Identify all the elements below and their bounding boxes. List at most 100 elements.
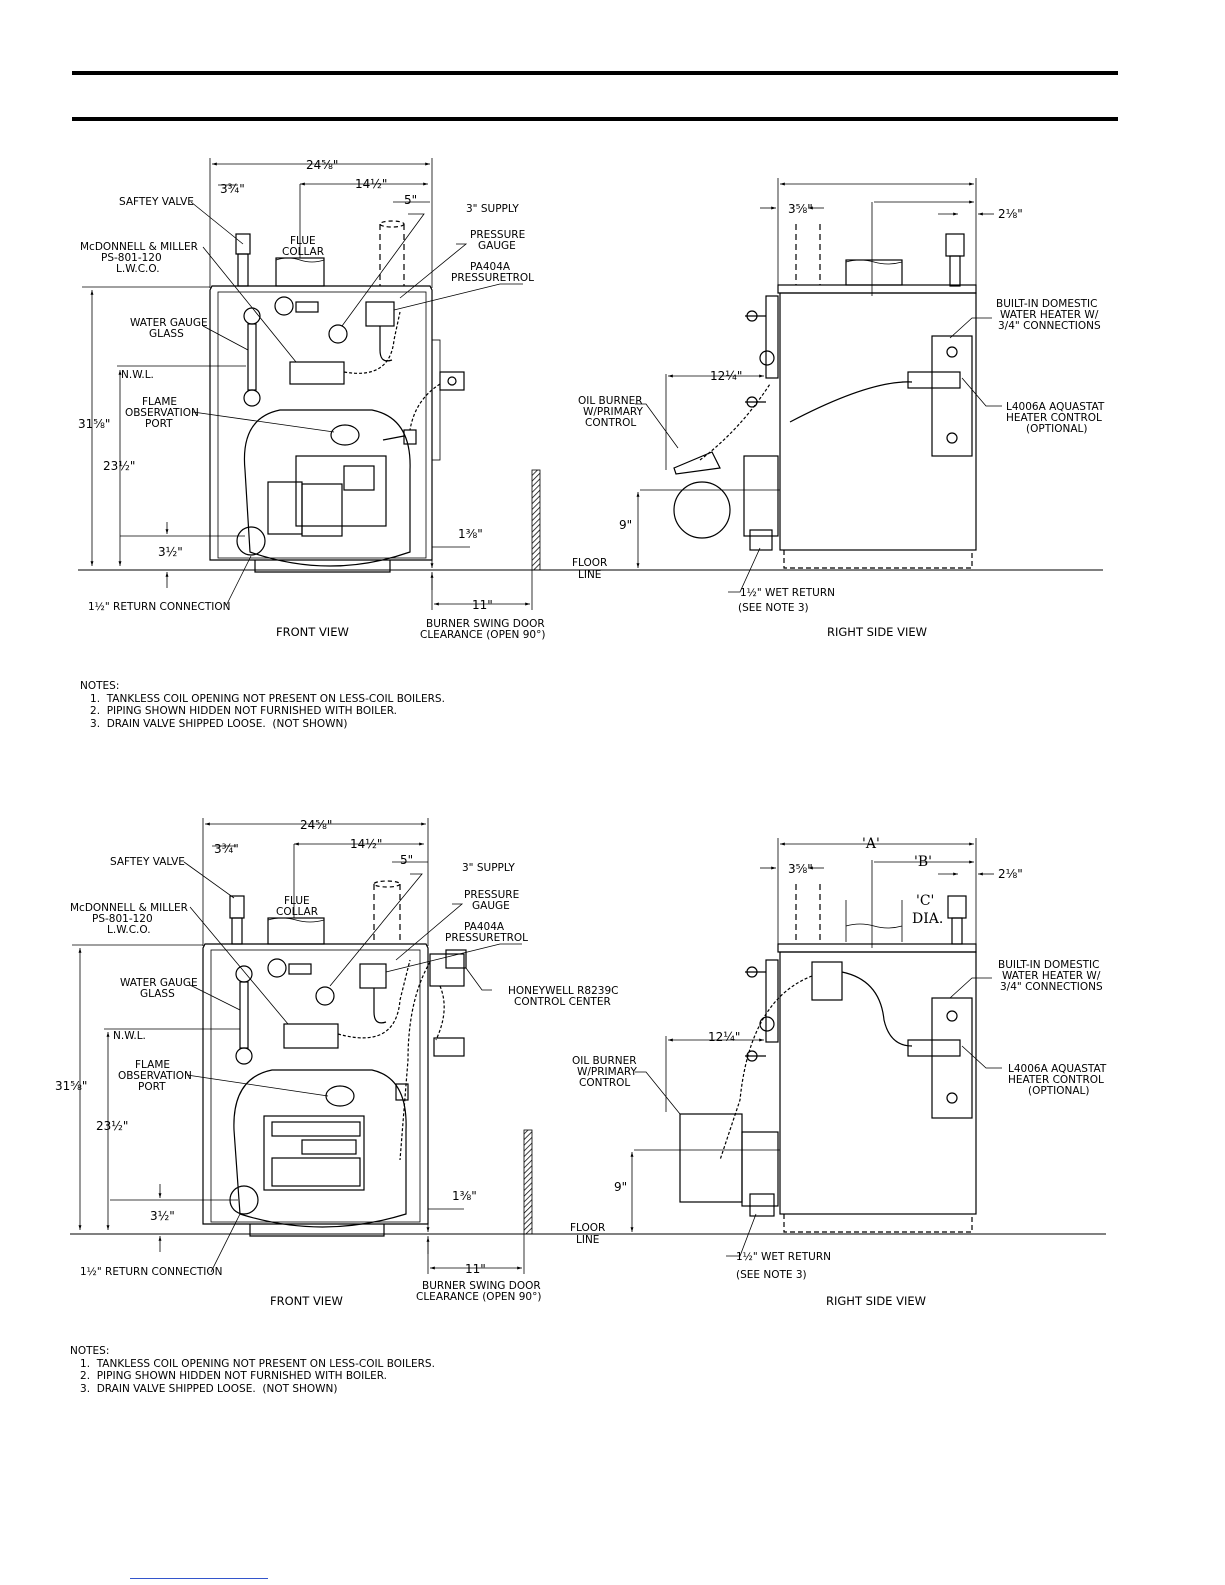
dim-1-375: 1⅜" [452, 1189, 477, 1203]
label-burner-2: W/PRIMARY [577, 1066, 638, 1078]
side-dim-b: 2⅛" [998, 867, 1023, 881]
dim-1-375: 1⅜" [458, 527, 483, 541]
dim-5: 5" [400, 853, 413, 867]
front-view-1 [78, 158, 1103, 610]
label-pressure-2: GAUGE [478, 240, 516, 252]
label-nwl: N.W.L. [113, 1030, 146, 1042]
side-dim-C-dia: DIA. [912, 911, 943, 927]
front-view-2 [70, 818, 1106, 1274]
dim-3-75: 3¾" [220, 182, 245, 196]
label-wet-return: 1½" WET RETURN [740, 587, 835, 599]
dim-height: 31⅝" [55, 1079, 87, 1093]
label-water-gauge-1: WATER GAUGE [120, 977, 198, 989]
label-dhw-3: 3/4" CONNECTIONS [1000, 981, 1103, 993]
header-rule-top [72, 71, 1118, 75]
label-flame-2: OBSERVATION [118, 1070, 192, 1082]
side-dim-C: 'C' [916, 893, 934, 909]
side-dim-b: 2⅛" [998, 207, 1023, 221]
note-heading: NOTES: [70, 1345, 110, 1357]
label-flue-2: COLLAR [276, 906, 318, 918]
label-swing-2: CLEARANCE (OPEN 90°) [416, 1291, 541, 1303]
label-pressuretrol-2: PRESSURETROL [445, 932, 528, 944]
label-aquastat-1: L4006A AQUASTAT [1008, 1063, 1107, 1075]
label-flame-1: FLAME [142, 396, 177, 408]
label-burner-3: CONTROL [585, 417, 636, 429]
label-water-gauge-2: GLASS [140, 988, 175, 1000]
caption-front-view-2: FRONT VIEW [270, 1294, 343, 1308]
dim-3-5: 3½" [158, 545, 183, 559]
label-aquastat-1: L4006A AQUASTAT [1006, 401, 1105, 413]
label-lwco-3: L.W.C.O. [107, 924, 151, 936]
dim-5: 5" [404, 193, 417, 207]
label-aquastat-2: HEATER CONTROL [1008, 1074, 1104, 1086]
note-item: 1. TANKLESS COIL OPENING NOT PRESENT ON … [80, 692, 445, 705]
caption-front-view-1: FRONT VIEW [276, 625, 349, 639]
label-return-connection: 1½" RETURN CONNECTION [80, 1266, 222, 1278]
label-flame-1: FLAME [135, 1059, 170, 1071]
label-see-note: (SEE NOTE 3) [736, 1269, 807, 1281]
label-see-note: (SEE NOTE 3) [738, 602, 809, 614]
note-item: 2. PIPING SHOWN HIDDEN NOT FURNISHED WIT… [80, 705, 397, 717]
caption-side-view-1: RIGHT SIDE VIEW [827, 625, 927, 639]
label-nwl: N.W.L. [121, 369, 154, 381]
dim-swing: 11" [465, 1262, 486, 1276]
side-dim-d: 9" [619, 518, 632, 532]
label-flame-2: OBSERVATION [125, 407, 199, 419]
label-water-gauge-2: GLASS [149, 328, 184, 340]
side-dim-c: 12¼" [710, 369, 742, 383]
label-supply: 3" SUPPLY [466, 203, 519, 215]
label-dhw-2: WATER HEATER W/ [1000, 309, 1099, 321]
dim-3-75: 3¾" [214, 842, 239, 856]
label-return-connection: 1½" RETURN CONNECTION [88, 601, 230, 613]
label-dhw-3: 3/4" CONNECTIONS [998, 320, 1101, 332]
side-view-1 [635, 178, 1002, 593]
label-floor-1: FLOOR [572, 557, 607, 569]
side-dim-a: 3⅝" [788, 202, 813, 216]
label-lwco-2: PS-801-120 [101, 252, 162, 264]
side-dim-c: 12¼" [708, 1030, 740, 1044]
caption-side-view-2: RIGHT SIDE VIEW [826, 1294, 926, 1308]
notes-block-1: NOTES: 1. TANKLESS COIL OPENING NOT PRES… [80, 680, 445, 730]
label-dhw-2: WATER HEATER W/ [1002, 970, 1101, 982]
side-dim-B: 'B' [914, 854, 932, 870]
label-safety-valve: SAFTEY VALVE [110, 856, 185, 868]
label-aquastat-3: (OPTIONAL) [1028, 1085, 1089, 1097]
footer-link-underline[interactable] [130, 1578, 268, 1579]
label-pressure-2: GAUGE [472, 900, 510, 912]
label-honeywell-2: CONTROL CENTER [514, 996, 611, 1008]
dim-3-5: 3½" [150, 1209, 175, 1223]
label-floor-2: LINE [578, 569, 601, 581]
label-swing-1: BURNER SWING DOOR [426, 618, 545, 630]
label-flame-3: PORT [145, 418, 173, 430]
label-pressuretrol-1: PA404A [464, 921, 505, 933]
label-flame-3: PORT [138, 1081, 166, 1093]
label-lwco-2: PS-801-120 [92, 913, 153, 925]
dim-overall-width: 24⅝" [306, 158, 338, 172]
side-view-2 [630, 838, 1002, 1257]
dim-14-5: 14½" [355, 177, 387, 191]
label-dhw-1: BUILT-IN DOMESTIC [996, 298, 1097, 310]
label-aquastat-3: (OPTIONAL) [1026, 423, 1087, 435]
label-pressuretrol-2: PRESSURETROL [451, 272, 534, 284]
side-dim-A: 'A' [862, 836, 880, 852]
header-rule-bottom [72, 117, 1118, 121]
label-lwco-1: McDONNELL & MILLER [80, 241, 198, 253]
label-flue-1: FLUE [290, 235, 316, 247]
label-burner-3: CONTROL [579, 1077, 630, 1089]
labels-diagram-2: 24⅝" 14½" 5" 3¾" 31⅝" 23½" 3½" 1⅜" 11" S… [55, 818, 1107, 1308]
label-flue-1: FLUE [284, 895, 310, 907]
note-item: 3. DRAIN VALVE SHIPPED LOOSE. (NOT SHOWN… [80, 717, 348, 730]
label-burner-1: OIL BURNER [578, 395, 643, 407]
dim-overall-width: 24⅝" [300, 818, 332, 832]
label-dhw-1: BUILT-IN DOMESTIC [998, 959, 1099, 971]
dim-nwl-height: 23½" [96, 1119, 128, 1133]
label-honeywell-1: HONEYWELL R8239C [508, 985, 618, 997]
notes-block-2: NOTES: 1. TANKLESS COIL OPENING NOT PRES… [70, 1345, 435, 1395]
dim-14-5: 14½" [350, 837, 382, 851]
diagram-1 [78, 158, 1103, 610]
label-swing-1: BURNER SWING DOOR [422, 1280, 541, 1292]
dim-height: 31⅝" [78, 417, 110, 431]
label-wet-return: 1½" WET RETURN [736, 1251, 831, 1263]
label-pressure-1: PRESSURE [470, 229, 525, 241]
